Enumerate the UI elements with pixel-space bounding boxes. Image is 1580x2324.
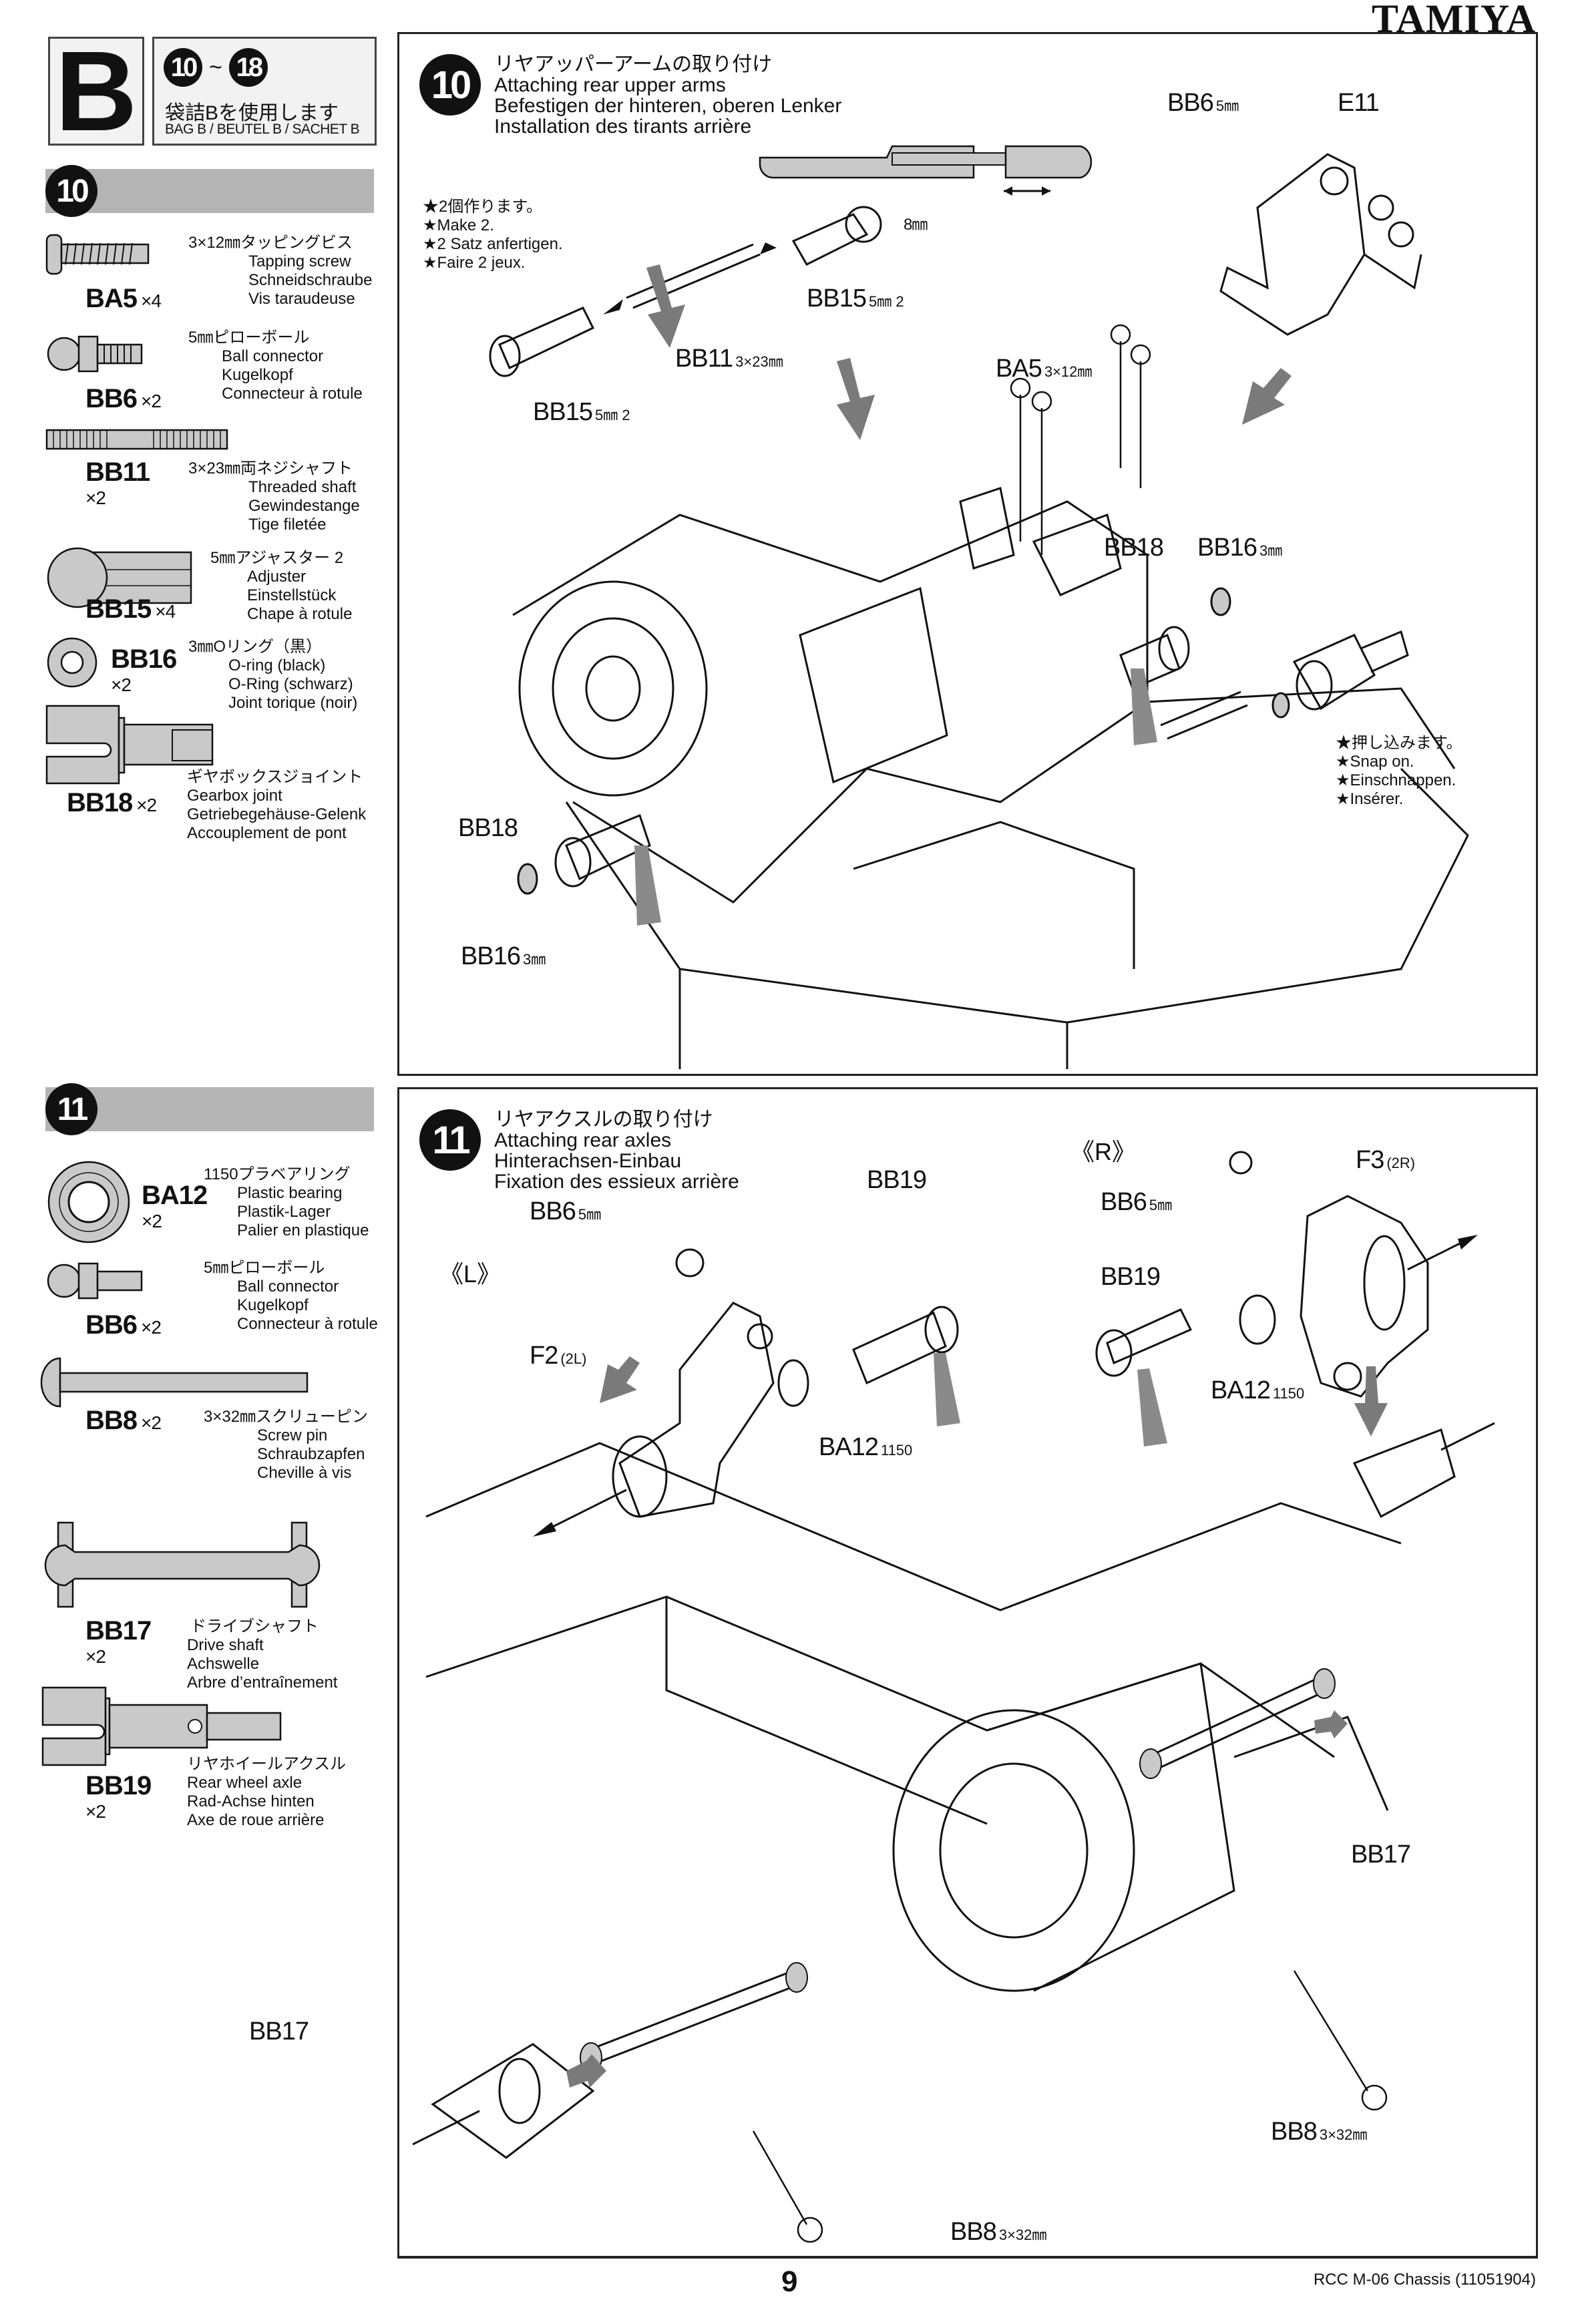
part-code: BB19×2 xyxy=(85,1771,152,1822)
footer-rule xyxy=(397,2256,1538,2258)
drive-shaft-icon xyxy=(44,1521,321,1608)
part-code: BB6×2 xyxy=(85,1310,162,1340)
tapping-screw-icon xyxy=(45,234,150,275)
snap-on-note: ★押し込みます。★Snap on.★Einschnappen.★Insérer. xyxy=(1336,734,1462,808)
page-number: 9 xyxy=(781,2265,798,2298)
title-de: Befestigen der hinteren, oberen Lenker xyxy=(494,95,842,117)
make-two-note: ★2個作ります。★Make 2.★2 Satz anfertigen.★Fair… xyxy=(423,198,563,272)
callout-label: BB19 xyxy=(867,1166,927,1194)
dimension-label: 8㎜ xyxy=(904,216,928,234)
threaded-shaft-icon xyxy=(45,429,228,450)
part-code: BB15×4 xyxy=(85,594,176,624)
part-code: BA5×4 xyxy=(85,284,162,313)
screw-pin-icon xyxy=(40,1357,309,1408)
rear-upper-arm-illustration xyxy=(489,145,1469,1069)
step-number-badge: 10 xyxy=(45,165,97,217)
part-code: BB11×2 xyxy=(85,457,150,508)
part-code: BB17×2 xyxy=(85,1616,152,1667)
callout-label: BB17 xyxy=(249,2017,309,2046)
plastic-bearing-icon xyxy=(47,1161,130,1243)
right-side-marker: 《R》 xyxy=(1070,1138,1136,1165)
callout-label: BB18 xyxy=(1104,534,1164,562)
part-code: BB6×2 xyxy=(85,384,162,413)
step-10-parts-header: 10 xyxy=(45,165,374,217)
step-number-badge: 10 xyxy=(419,54,481,116)
callout-label: BB17 xyxy=(1351,1841,1411,1869)
part-description: ドライブシャフト Drive shaft Achswelle Arbre d’e… xyxy=(187,1617,338,1692)
title-fr: Fixation des essieux arrière xyxy=(494,1171,739,1193)
part-description: 5㎜ピローボール Ball connector Kugelkopf Connec… xyxy=(188,329,363,403)
title-en: Attaching rear axles xyxy=(494,1129,672,1151)
step-badge-start: 10 xyxy=(164,48,202,87)
step-badge-end: 18 xyxy=(228,48,268,87)
callout-label: BB19 xyxy=(1101,1263,1161,1291)
bag-instruction-multilang: BAG B / BEUTEL B / SACHET B xyxy=(165,122,360,137)
part-code: BB18×2 xyxy=(67,788,157,817)
part-description: ギヤボックスジョイント Gearbox joint Getriebegehäus… xyxy=(187,768,367,842)
adjuster-icon xyxy=(47,547,192,608)
left-side-marker: 《L》 xyxy=(439,1260,502,1288)
part-code: BA12×2 xyxy=(142,1181,208,1231)
title-jp: リヤアクスルの取り付け xyxy=(494,1109,713,1131)
rear-axle-icon xyxy=(41,1686,282,1766)
step-number-badge: 11 xyxy=(419,1109,481,1171)
callout-label: E11 xyxy=(1338,89,1380,117)
bag-instruction-jp: 袋詰Bを使用します xyxy=(165,102,339,124)
part-description: 5㎜ピローボール Ball connector Kugelkopf Connec… xyxy=(204,1259,378,1333)
title-jp: リヤアッパーアームの取り付け xyxy=(494,53,773,75)
step-number-badge: 11 xyxy=(45,1083,97,1135)
callout-label: F2(2L) xyxy=(530,1342,587,1370)
title-fr: Installation des tirants arrière xyxy=(494,116,752,138)
manual-title: RCC M-06 Chassis (11051904) xyxy=(1313,2271,1536,2289)
part-code: BB16×2 xyxy=(111,644,177,695)
part-description: 5㎜アジャスター 2 Adjuster Einstellstück Chape … xyxy=(210,549,353,623)
part-description: 3×32㎜スクリューピン Screw pin Schraubzapfen Che… xyxy=(204,1408,369,1482)
bag-letter: B xyxy=(48,35,144,148)
range-separator: ~ xyxy=(209,54,222,80)
ball-connector-icon xyxy=(47,1262,143,1300)
rear-axle-illustration xyxy=(412,1151,1495,2243)
gearbox-joint-icon xyxy=(45,705,214,785)
part-description: 3㎜Oリング（黒） O-ring (black) O-Ring (schwarz… xyxy=(188,638,358,712)
callout-label: F3(2R) xyxy=(1356,1146,1416,1174)
step-11-parts-header: 11 xyxy=(45,1083,374,1135)
step-11-panel: 11 リヤアクスルの取り付け Attaching rear axles Hint… xyxy=(249,1087,1538,2259)
callout-label: BB18 xyxy=(458,814,518,842)
ball-connector-icon xyxy=(47,335,143,373)
part-description: 1150プラベアリング Plastic bearing Plastik-Lage… xyxy=(204,1165,369,1239)
part-description: リヤホイールアクスル Rear wheel axle Rad-Achse hin… xyxy=(187,1755,347,1829)
title-en: Attaching rear upper arms xyxy=(494,74,726,96)
part-description: 3×23㎜両ネジシャフト Threaded shaft Gewindestang… xyxy=(188,459,360,534)
bag-range-box: 10 ~ 18 袋詰Bを使用します BAG B / BEUTEL B / SAC… xyxy=(152,37,377,146)
part-description: 3×12㎜タッピングビス Tapping screw Schneidschrau… xyxy=(188,234,373,308)
o-ring-icon xyxy=(47,637,97,688)
step-10-panel: 10 リヤアッパーアームの取り付け Attaching rear upper a… xyxy=(397,32,1538,1076)
part-code: BB8×2 xyxy=(85,1406,162,1435)
title-de: Hinterachsen-Einbau xyxy=(494,1150,682,1172)
